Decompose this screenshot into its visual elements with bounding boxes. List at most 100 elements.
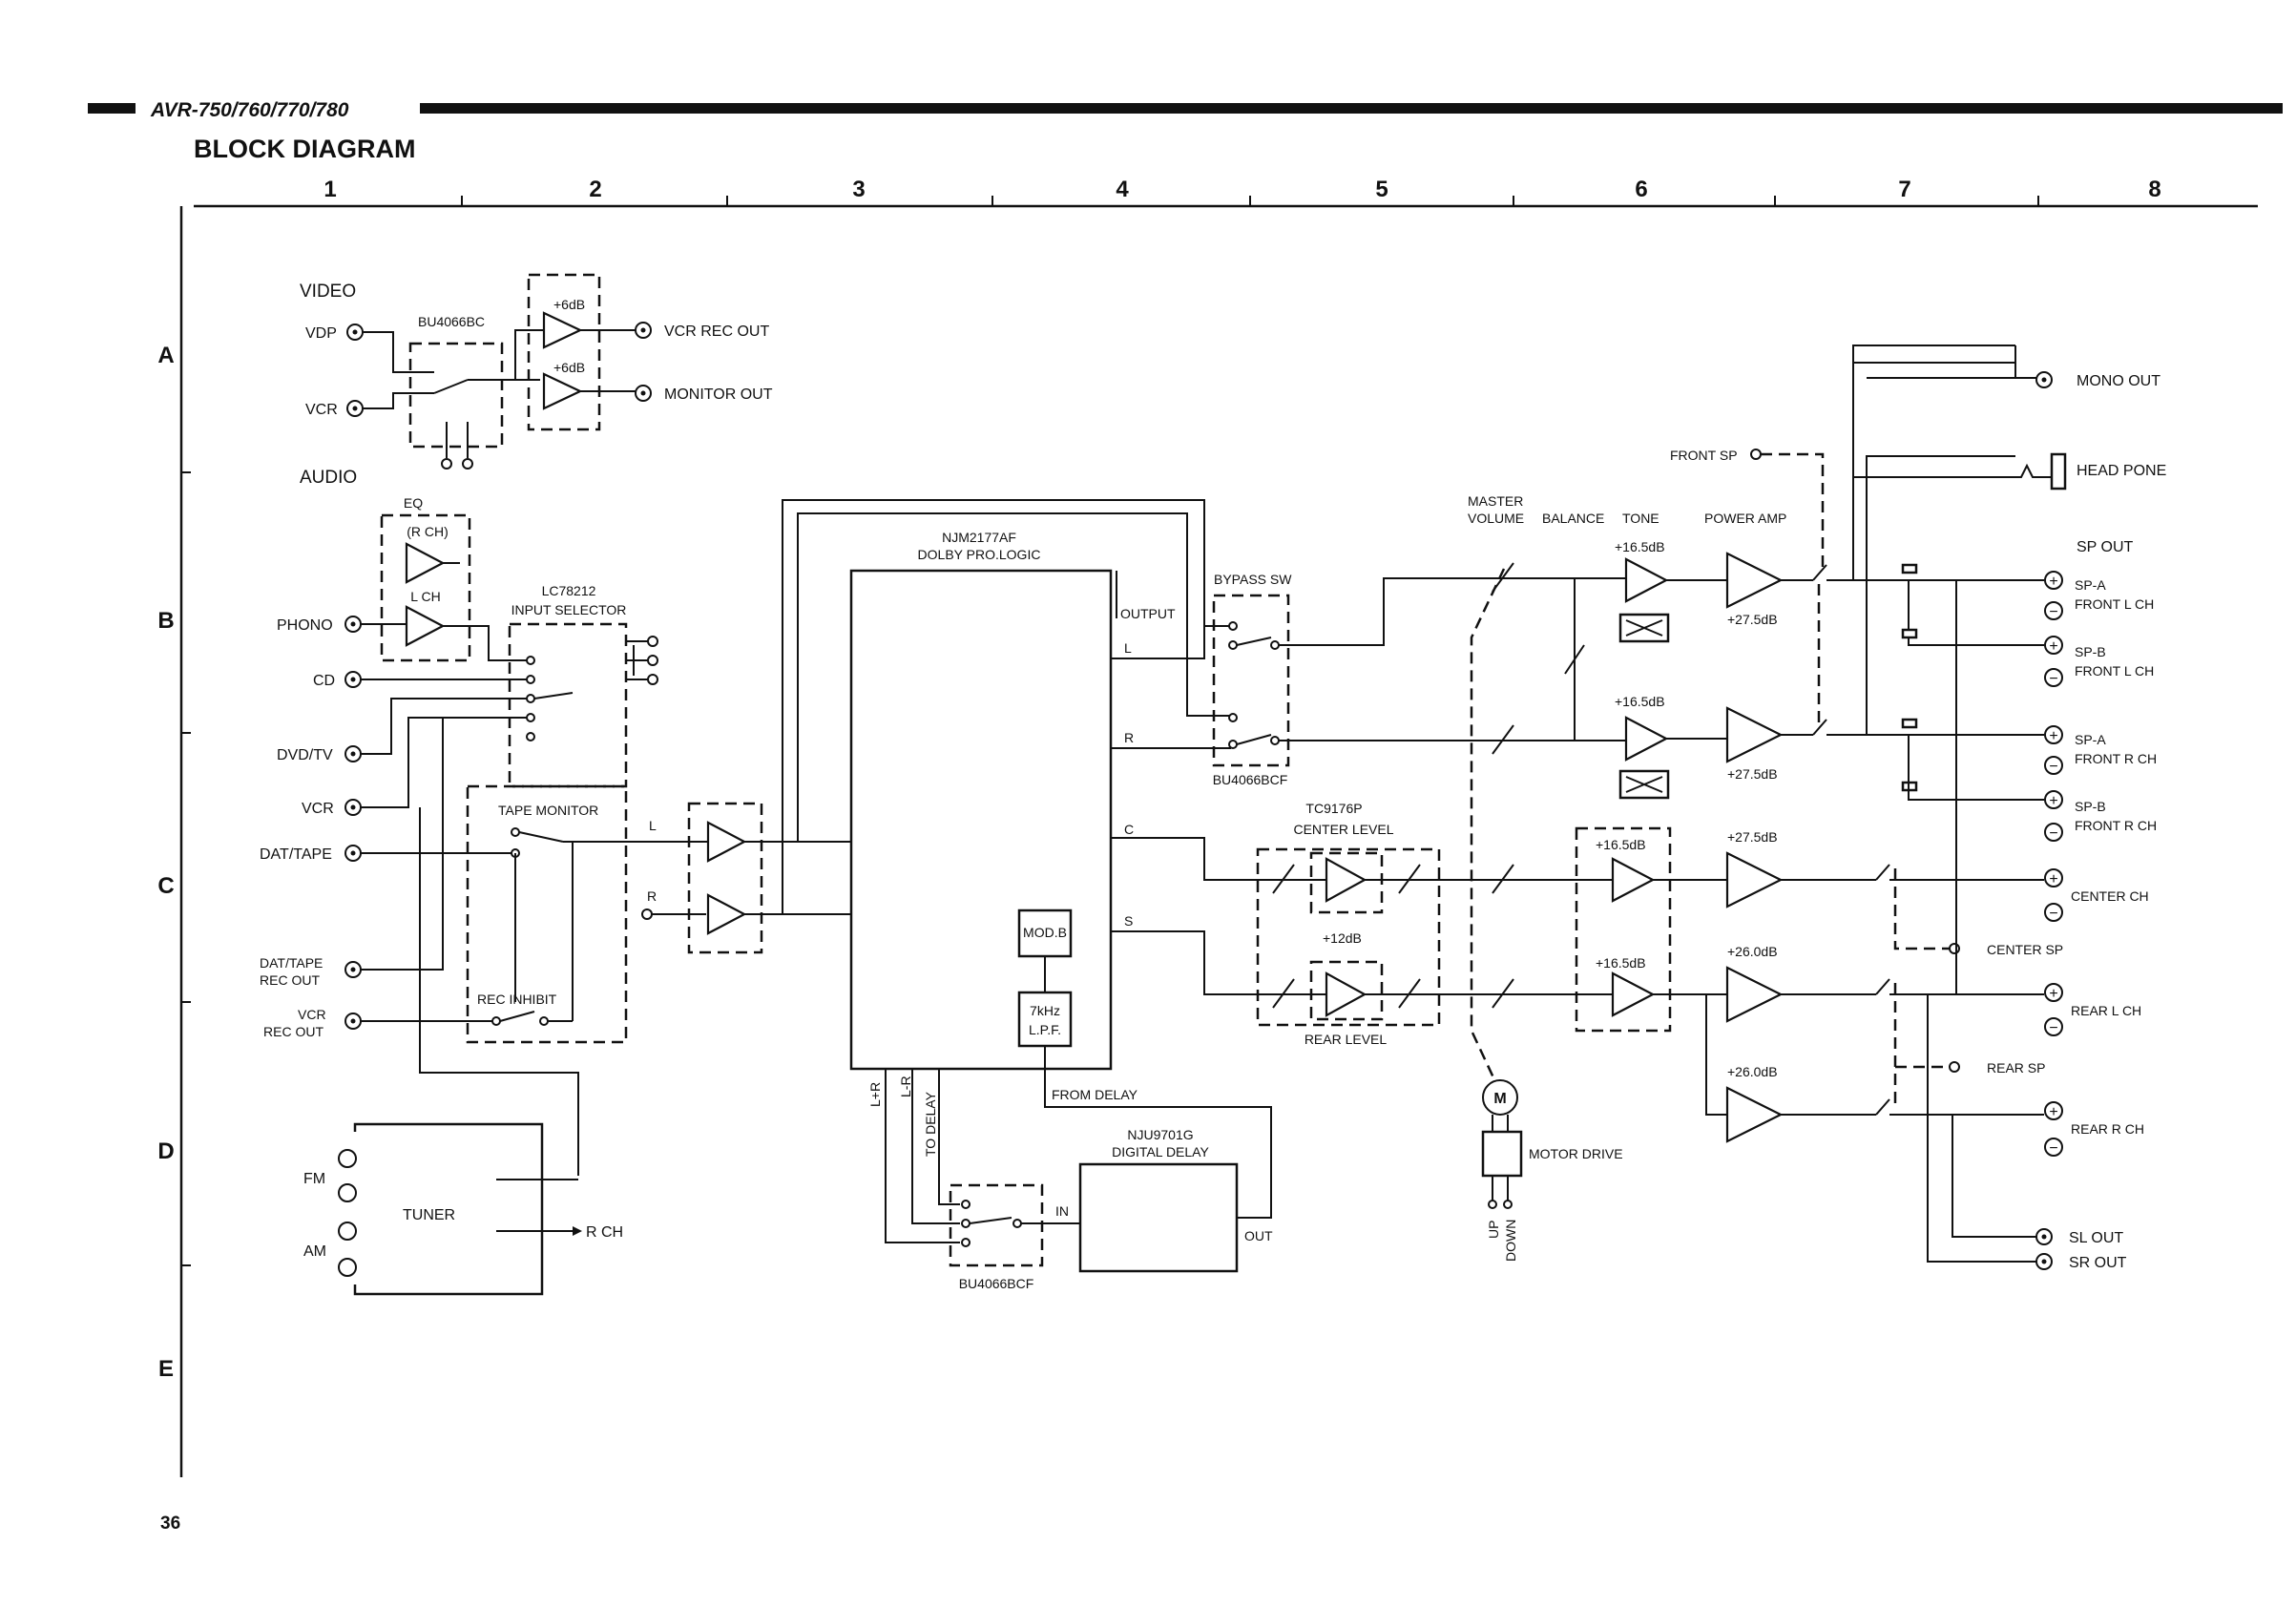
row-label-d: D bbox=[157, 1138, 174, 1164]
spa-r-label: SP-A bbox=[2075, 732, 2106, 747]
rear-r-plus: + bbox=[2049, 1104, 2057, 1120]
motor-up: UP bbox=[1486, 1221, 1501, 1239]
dattape-label: DAT/TAPE bbox=[260, 846, 332, 863]
dolby-section: NJM2177AF DOLBY PRO.LOGIC OUTPUT L R C S… bbox=[744, 499, 1272, 1243]
port-s: S bbox=[1124, 913, 1133, 929]
sr-out-label: SR OUT bbox=[2069, 1255, 2127, 1271]
tone-gain-c: +16.5dB bbox=[1596, 837, 1646, 852]
monitor-out-label: MONITOR OUT bbox=[664, 386, 773, 403]
master-label-2: VOLUME bbox=[1468, 511, 1524, 526]
spb-l-ch: FRONT L CH bbox=[2075, 663, 2154, 679]
center-minus: − bbox=[2049, 906, 2057, 922]
center-plus: + bbox=[2049, 871, 2057, 888]
center-level-gain: +12dB bbox=[1323, 930, 1362, 946]
selector-title: INPUT SELECTOR bbox=[511, 602, 627, 617]
video-label: VIDEO bbox=[300, 282, 356, 302]
port-l: L bbox=[1124, 640, 1132, 656]
spb-r-ch: FRONT R CH bbox=[2075, 818, 2157, 833]
video-gain-top: +6dB bbox=[553, 297, 585, 312]
spa-r-minus: − bbox=[2049, 759, 2057, 775]
motor-symbol: M bbox=[1493, 1091, 1506, 1107]
vcr-audio-label: VCR bbox=[302, 801, 334, 817]
dolby-ic: NJM2177AF bbox=[942, 530, 1016, 545]
col-label-5: 5 bbox=[1375, 177, 1388, 202]
rear-l-minus: − bbox=[2049, 1020, 2057, 1036]
video-gain-bottom: +6dB bbox=[553, 360, 585, 375]
bypass-title: BYPASS SW bbox=[1214, 572, 1292, 587]
video-section: VIDEO BU4066BC VDP VCR +6dB +6dB VCR REC… bbox=[300, 273, 773, 470]
page-number: 36 bbox=[160, 1514, 180, 1534]
tape-monitor-label: TAPE MONITOR bbox=[498, 803, 598, 818]
amp-gain-c: +27.5dB bbox=[1727, 829, 1778, 845]
tuner-rch: R CH bbox=[586, 1224, 623, 1241]
col-label-2: 2 bbox=[589, 177, 601, 202]
center-level-section: TC9176P CENTER LEVEL +12dB REAR LEVEL bbox=[1256, 801, 1506, 1047]
master-label-1: MASTER bbox=[1468, 493, 1523, 509]
am-label: AM bbox=[303, 1243, 326, 1260]
fm-label: FM bbox=[303, 1171, 325, 1187]
spa-r-ch: FRONT R CH bbox=[2075, 751, 2157, 766]
center-level-title: CENTER LEVEL bbox=[1293, 822, 1393, 837]
col-label-6: 6 bbox=[1635, 177, 1647, 202]
page-title: BLOCK DIAGRAM bbox=[194, 135, 415, 163]
cd-label: CD bbox=[313, 673, 335, 689]
spa-r-plus: + bbox=[2049, 728, 2057, 744]
vcr-video-label: VCR bbox=[305, 402, 338, 418]
vdp-label: VDP bbox=[305, 325, 337, 342]
eq-lch: L CH bbox=[410, 589, 440, 604]
rear-l-plus: + bbox=[2049, 986, 2057, 1002]
spb-r-plus: + bbox=[2049, 793, 2057, 809]
tone-gain-r: +16.5dB bbox=[1615, 694, 1665, 709]
header-bar-right bbox=[420, 103, 2283, 114]
spb-l-label: SP-B bbox=[2075, 644, 2106, 659]
amp-gain-sl: +26.0dB bbox=[1727, 944, 1778, 959]
center-sp-label: CENTER SP bbox=[1987, 942, 2063, 957]
page-header: AVR-750/760/770/780 BLOCK DIAGRAM bbox=[88, 99, 2283, 163]
bypass-ic: BU4066BCF bbox=[1213, 772, 1288, 787]
delay-switch-ic: BU4066BCF bbox=[959, 1276, 1034, 1291]
tone-label: TONE bbox=[1622, 511, 1659, 526]
col-label-1: 1 bbox=[324, 177, 336, 202]
row-label-c: C bbox=[157, 873, 174, 899]
row-label-b: B bbox=[157, 608, 174, 634]
rear-r-minus: − bbox=[2049, 1140, 2057, 1157]
rear-r-label: REAR R CH bbox=[2071, 1121, 2144, 1137]
amp-gain-r: +27.5dB bbox=[1727, 766, 1778, 782]
head-pone-label: HEAD PONE bbox=[2077, 463, 2166, 479]
motor-label: MOTOR DRIVE bbox=[1529, 1146, 1623, 1161]
channel-r-label: R bbox=[647, 888, 657, 904]
center-ch-label: CENTER CH bbox=[2071, 888, 2149, 904]
channel-l-label: L bbox=[649, 818, 657, 833]
spa-l-plus: + bbox=[2049, 574, 2057, 590]
pin-todelay: TO DELAY bbox=[923, 1091, 938, 1157]
delay-ic: NJU9701G bbox=[1127, 1127, 1193, 1142]
sp-out-label: SP OUT bbox=[2077, 539, 2134, 555]
spb-r-label: SP-B bbox=[2075, 799, 2106, 814]
rec-inhibit-label: REC INHIBIT bbox=[477, 992, 557, 1007]
delay-section: BU4066BCF IN NJU9701G DIGITAL DELAY OUT bbox=[949, 1127, 1273, 1291]
lpf-line-1: 7kHz bbox=[1030, 1003, 1060, 1018]
spa-l-label: SP-A bbox=[2075, 577, 2106, 593]
modb-label: MOD.B bbox=[1023, 925, 1067, 940]
row-label-a: A bbox=[157, 343, 174, 368]
motor-section: M MOTOR DRIVE UP DOWN bbox=[1481, 1079, 1623, 1262]
port-r: R bbox=[1124, 730, 1134, 745]
vcr-rec-label-1: VCR bbox=[298, 1007, 326, 1022]
model-title: AVR-750/760/770/780 bbox=[150, 99, 349, 121]
audio-input-section: AUDIO EQ (R CH) L CH PHONO LC78212 INPUT… bbox=[260, 468, 763, 1176]
vcr-rec-label-2: REC OUT bbox=[263, 1024, 324, 1039]
eq-rch: (R CH) bbox=[407, 524, 449, 539]
tone-gain-s: +16.5dB bbox=[1596, 955, 1646, 971]
output-section: FRONT SP CENTER SP REAR SP MONO OUT HEAD… bbox=[1670, 345, 2166, 1271]
col-label-7: 7 bbox=[1898, 177, 1910, 202]
mono-out-label: MONO OUT bbox=[2077, 373, 2160, 389]
header-bar-left bbox=[88, 103, 136, 114]
balance-label: BALANCE bbox=[1542, 511, 1604, 526]
selector-ic: LC78212 bbox=[542, 583, 596, 598]
rear-l-label: REAR L CH bbox=[2071, 1003, 2141, 1018]
bypass-section: BYPASS SW BU4066BCF bbox=[1213, 572, 1506, 787]
pin-lmr: L-R bbox=[898, 1075, 913, 1097]
amp-gain-l: +27.5dB bbox=[1727, 612, 1778, 627]
